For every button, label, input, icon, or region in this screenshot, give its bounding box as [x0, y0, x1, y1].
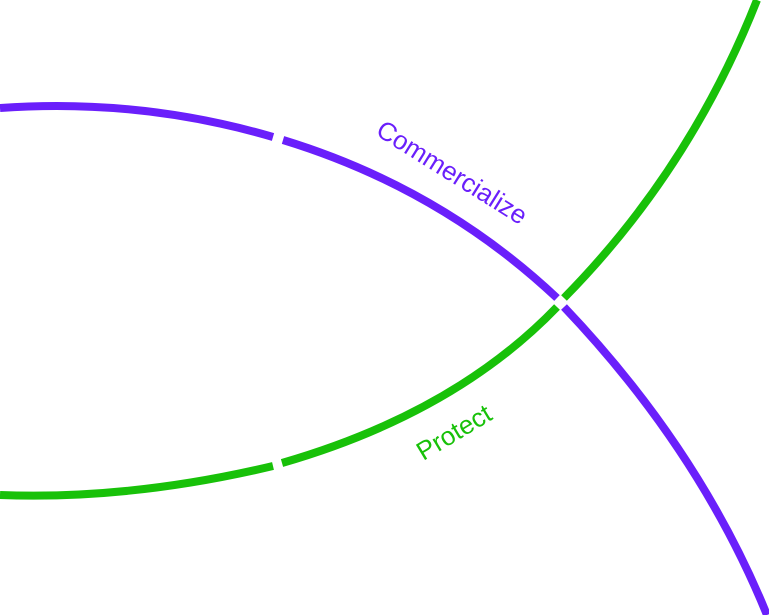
commercialize-arc-lower-segment [561, 304, 769, 615]
protect-arc-left-segment [0, 462, 274, 500]
protect-arc-upper-segment [561, 0, 761, 301]
commercialize-arc-group: Commercialize [0, 101, 769, 615]
commercialize-arc-left-segment [0, 101, 275, 141]
protect-arc-main-segment [280, 304, 560, 467]
protect-arc-group: Protect [0, 0, 761, 500]
commercialize-arc-main-segment [281, 136, 560, 301]
